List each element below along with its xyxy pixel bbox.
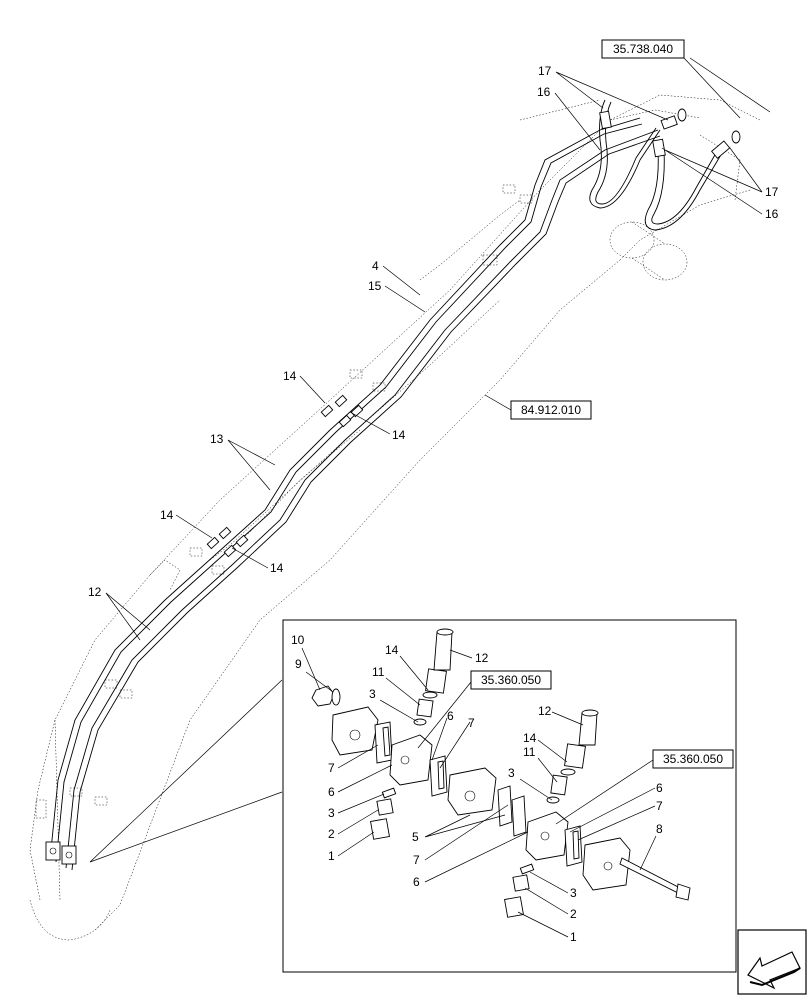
detail-panel: 35.360.050 35.360.050 10 9 14 12 11 3 7 … bbox=[282, 619, 737, 973]
hoses-16 bbox=[589, 99, 741, 231]
callout-4: 4 bbox=[372, 259, 379, 273]
boom-outline bbox=[29, 94, 761, 941]
svg-text:84.912.010: 84.912.010 bbox=[521, 403, 581, 417]
nav-arrow-button[interactable] bbox=[737, 929, 807, 995]
callout-6-detail-b: 6 bbox=[447, 709, 454, 723]
callout-1-detail-a: 1 bbox=[328, 849, 335, 863]
callout-14-lower-left: 14 bbox=[160, 508, 174, 522]
main-callouts: 17 16 17 16 4 15 14 14 13 14 14 12 bbox=[88, 64, 779, 641]
valve-block bbox=[45, 841, 77, 865]
pipe-fittings bbox=[206, 394, 364, 558]
callout-14-lower-right: 14 bbox=[270, 561, 284, 575]
detail-left-parts bbox=[311, 628, 527, 840]
callout-7-detail-d: 7 bbox=[656, 799, 663, 813]
detail-right-parts bbox=[504, 709, 691, 918]
callout-14-detail-b: 14 bbox=[523, 731, 537, 745]
detail-pointer bbox=[89, 679, 283, 863]
reference-box-detail-left[interactable]: 35.360.050 bbox=[417, 670, 552, 749]
callout-12-detail-a: 12 bbox=[475, 651, 489, 665]
callout-7-detail-c: 7 bbox=[413, 853, 420, 867]
callout-14-detail-a: 14 bbox=[385, 643, 399, 657]
callout-14-upper-right: 14 bbox=[392, 428, 406, 442]
callout-6-detail-a: 6 bbox=[328, 785, 335, 799]
callout-7-detail-a: 7 bbox=[328, 761, 335, 775]
callout-2-detail-b: 2 bbox=[570, 907, 577, 921]
callout-12: 12 bbox=[88, 585, 102, 599]
svg-text:35.360.050: 35.360.050 bbox=[663, 752, 723, 766]
callout-3-detail-d: 3 bbox=[570, 886, 577, 900]
callout-9: 9 bbox=[295, 657, 302, 671]
callout-6-detail-c: 6 bbox=[413, 875, 420, 889]
callout-1-detail-b: 1 bbox=[570, 930, 577, 944]
svg-text:35.738.040: 35.738.040 bbox=[613, 42, 673, 56]
callout-2-detail-a: 2 bbox=[328, 827, 335, 841]
callout-10: 10 bbox=[291, 633, 305, 647]
callout-15: 15 bbox=[368, 279, 382, 293]
callout-16-right: 16 bbox=[765, 207, 779, 221]
callout-12-detail-b: 12 bbox=[538, 704, 552, 718]
callout-11-detail-b: 11 bbox=[523, 745, 536, 759]
reference-box-detail-right[interactable]: 35.360.050 bbox=[555, 749, 734, 825]
svg-text:35.360.050: 35.360.050 bbox=[481, 673, 541, 687]
callout-16-top: 16 bbox=[537, 85, 551, 99]
callout-8: 8 bbox=[656, 822, 663, 836]
pipe-set-12-13-4-15 bbox=[49, 117, 661, 871]
detail-callouts: 10 9 14 12 11 3 7 6 3 2 1 6 7 5 bbox=[291, 633, 663, 944]
callout-17-right: 17 bbox=[765, 185, 779, 199]
callout-5: 5 bbox=[412, 830, 419, 844]
callout-11-detail-a: 11 bbox=[372, 665, 385, 679]
callout-3-detail-c: 3 bbox=[508, 766, 515, 780]
callout-14-upper-left: 14 bbox=[283, 369, 297, 383]
callout-7-detail-b: 7 bbox=[468, 716, 475, 730]
callout-13: 13 bbox=[210, 432, 224, 446]
reference-box-top[interactable]: 35.738.040 bbox=[601, 39, 771, 119]
callout-3-detail-a: 3 bbox=[369, 687, 376, 701]
arrow-icon bbox=[747, 951, 801, 990]
callout-17-top: 17 bbox=[538, 64, 552, 78]
callout-3-detail-b: 3 bbox=[328, 806, 335, 820]
reference-box-mid[interactable]: 84.912.010 bbox=[484, 394, 592, 420]
callout-6-detail-d: 6 bbox=[656, 781, 663, 795]
